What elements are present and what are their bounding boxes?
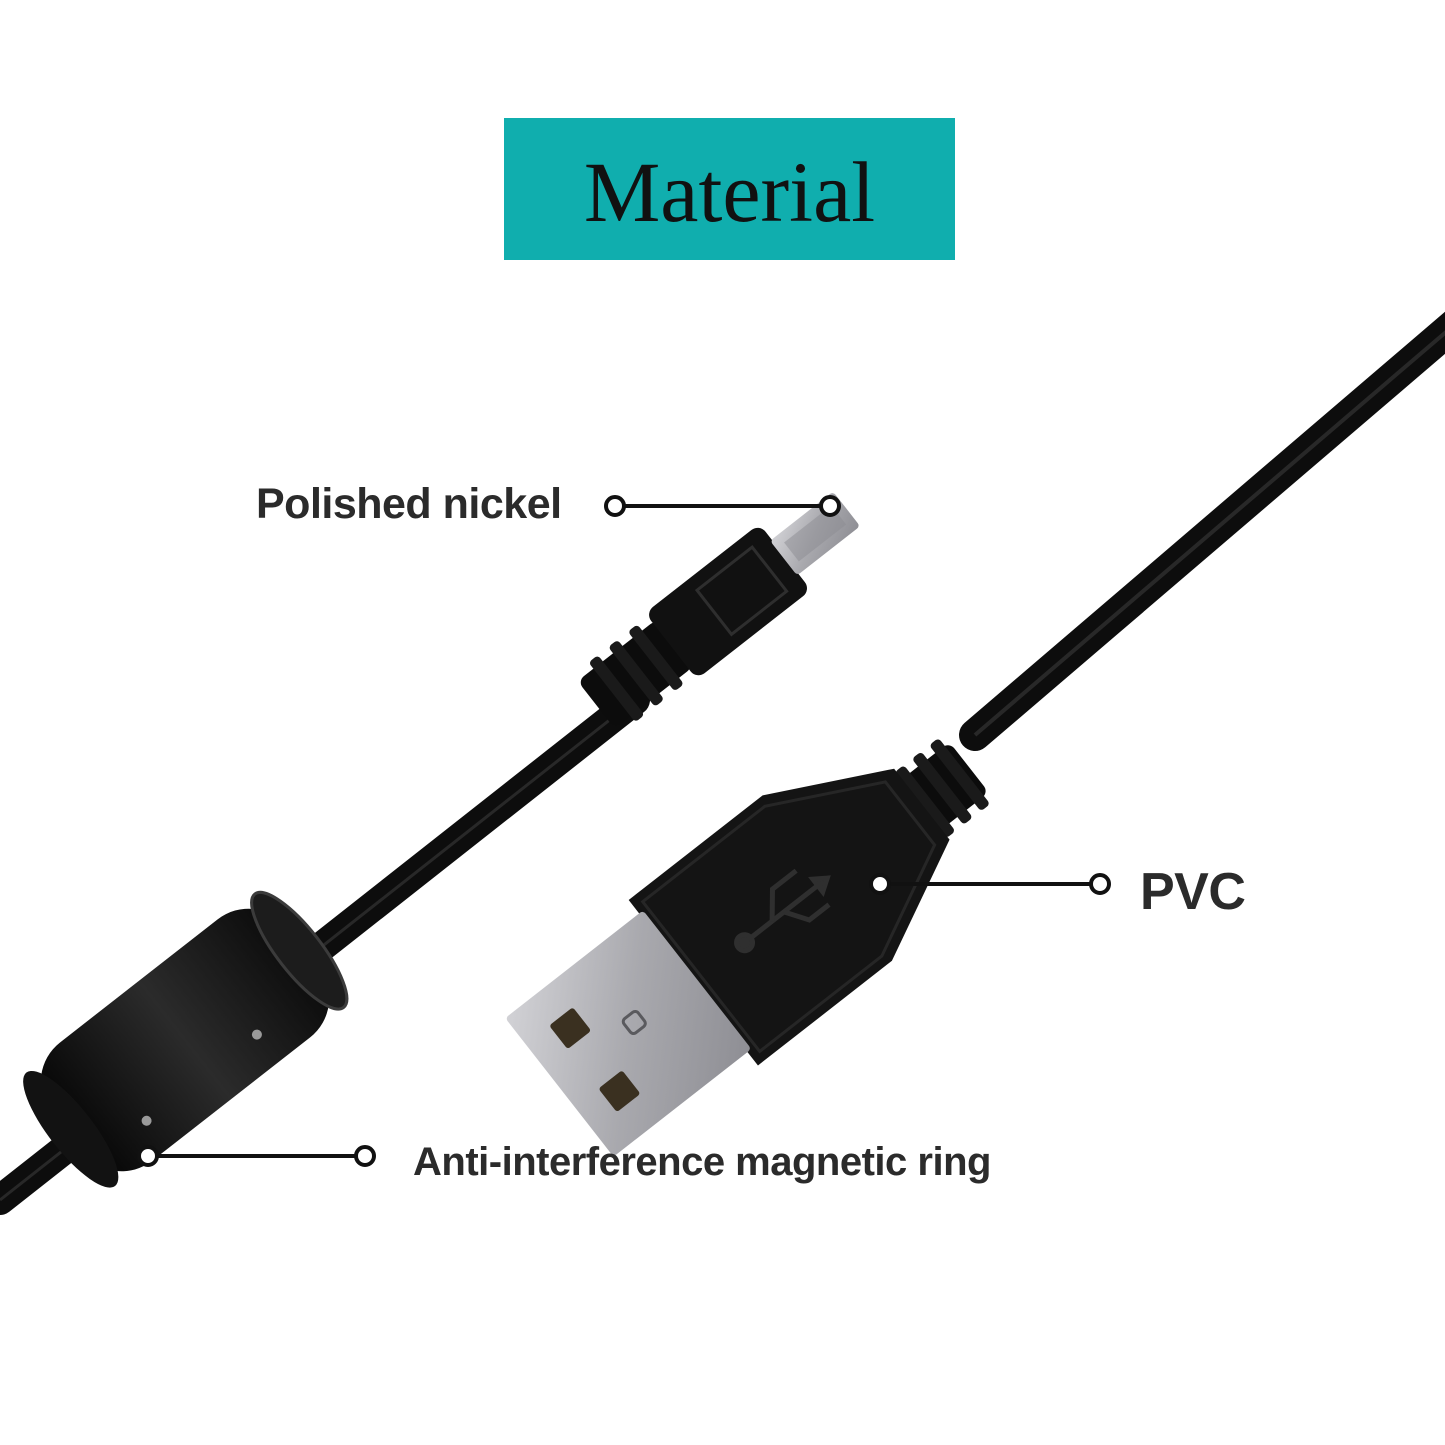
usb-a-connector (506, 739, 989, 1156)
label-pvc: PVC (1140, 863, 1246, 921)
page-title: Material (583, 144, 876, 240)
label-magnetic-ring: Anti-interference magnetic ring (413, 1140, 991, 1184)
title-banner: Material (504, 118, 955, 260)
callout-line-ring (137, 1145, 376, 1167)
callout-line-nickel (604, 495, 841, 517)
title-box-background (504, 118, 955, 260)
callout-line-pvc (869, 873, 1111, 895)
label-polished-nickel: Polished nickel (256, 480, 562, 528)
usb-trident-icon (734, 868, 831, 954)
magnetic-ring (23, 890, 349, 1188)
